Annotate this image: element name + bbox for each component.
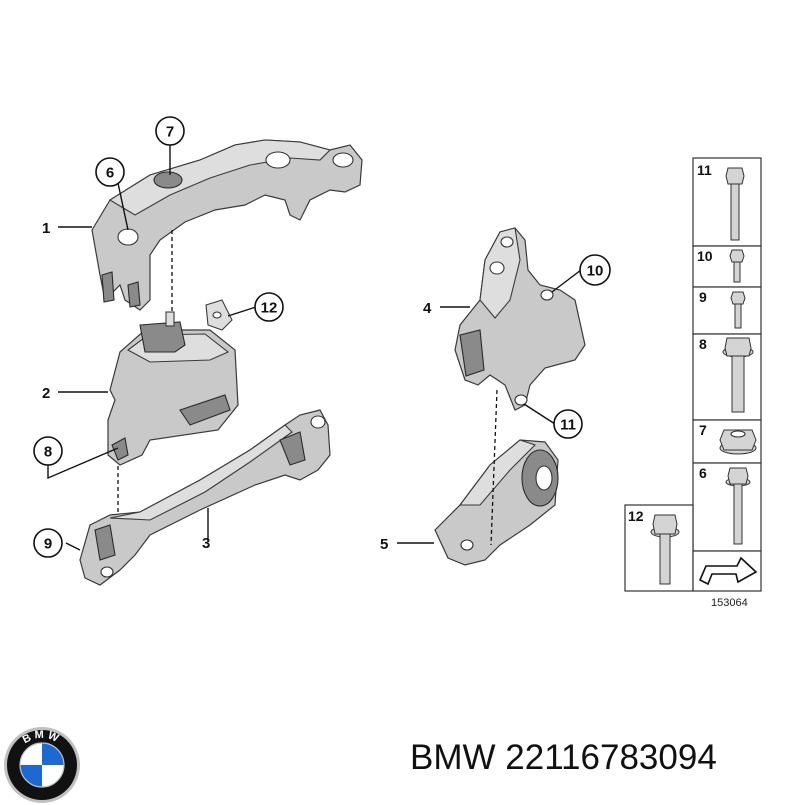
bolt-6-drawing <box>725 467 751 545</box>
callout-12: 12 <box>254 292 284 322</box>
callout-10: 10 <box>579 254 611 286</box>
part-3-torque-rod <box>79 409 331 586</box>
part-number-caption: BMW 22116783094 <box>410 738 717 777</box>
svg-text:9: 9 <box>44 536 52 553</box>
callout-6: 6 <box>95 157 125 187</box>
logo-quadrant-tr <box>42 743 64 765</box>
nut-7-drawing <box>719 429 757 455</box>
callout-2: 2 <box>42 385 50 402</box>
callout-7: 7 <box>155 116 185 146</box>
logo-quadrant-tl <box>20 743 42 765</box>
bolt-8-drawing <box>722 337 754 413</box>
logo-quadrants <box>20 743 64 787</box>
part-2-engine-mount <box>107 299 239 466</box>
panel-label-12: 12 <box>628 508 644 524</box>
panel-label-10: 10 <box>697 248 713 264</box>
svg-text:10: 10 <box>587 263 604 280</box>
logo-quadrant-br <box>42 765 64 787</box>
callout-4: 4 <box>423 300 432 317</box>
panel-label-7: 7 <box>699 422 707 438</box>
bolt-9-drawing <box>730 291 746 329</box>
svg-text:BMW: BMW <box>21 729 63 746</box>
logo-quadrant-bl <box>20 765 42 787</box>
diagram-number: 153064 <box>711 597 748 609</box>
part-5-rear-mount <box>434 439 559 566</box>
callout-11: 11 <box>553 409 583 439</box>
callout-1: 1 <box>42 220 50 237</box>
bolt-12-drawing <box>650 514 680 585</box>
panel-label-8: 8 <box>699 336 707 352</box>
arrow-icon <box>698 556 758 586</box>
part-1-bracket <box>91 139 363 311</box>
bolt-10-drawing <box>729 249 745 283</box>
callout-3: 3 <box>202 535 210 552</box>
panel-label-6: 6 <box>699 465 707 481</box>
svg-text:8: 8 <box>44 444 52 461</box>
callout-5: 5 <box>380 536 388 553</box>
svg-text:6: 6 <box>106 165 114 182</box>
svg-text:7: 7 <box>166 124 174 141</box>
svg-text:12: 12 <box>261 300 278 317</box>
bolt-11-drawing <box>725 167 745 241</box>
part-4-bracket <box>454 227 586 411</box>
panel-label-11: 11 <box>697 162 712 178</box>
callout-9: 9 <box>33 528 63 558</box>
callout-8: 8 <box>33 436 63 466</box>
bmw-logo-icon: BMW <box>4 727 80 803</box>
panel-label-9: 9 <box>699 289 707 305</box>
fastener-panel: 11 10 9 8 7 6 12 <box>624 157 762 609</box>
svg-text:11: 11 <box>560 417 576 434</box>
